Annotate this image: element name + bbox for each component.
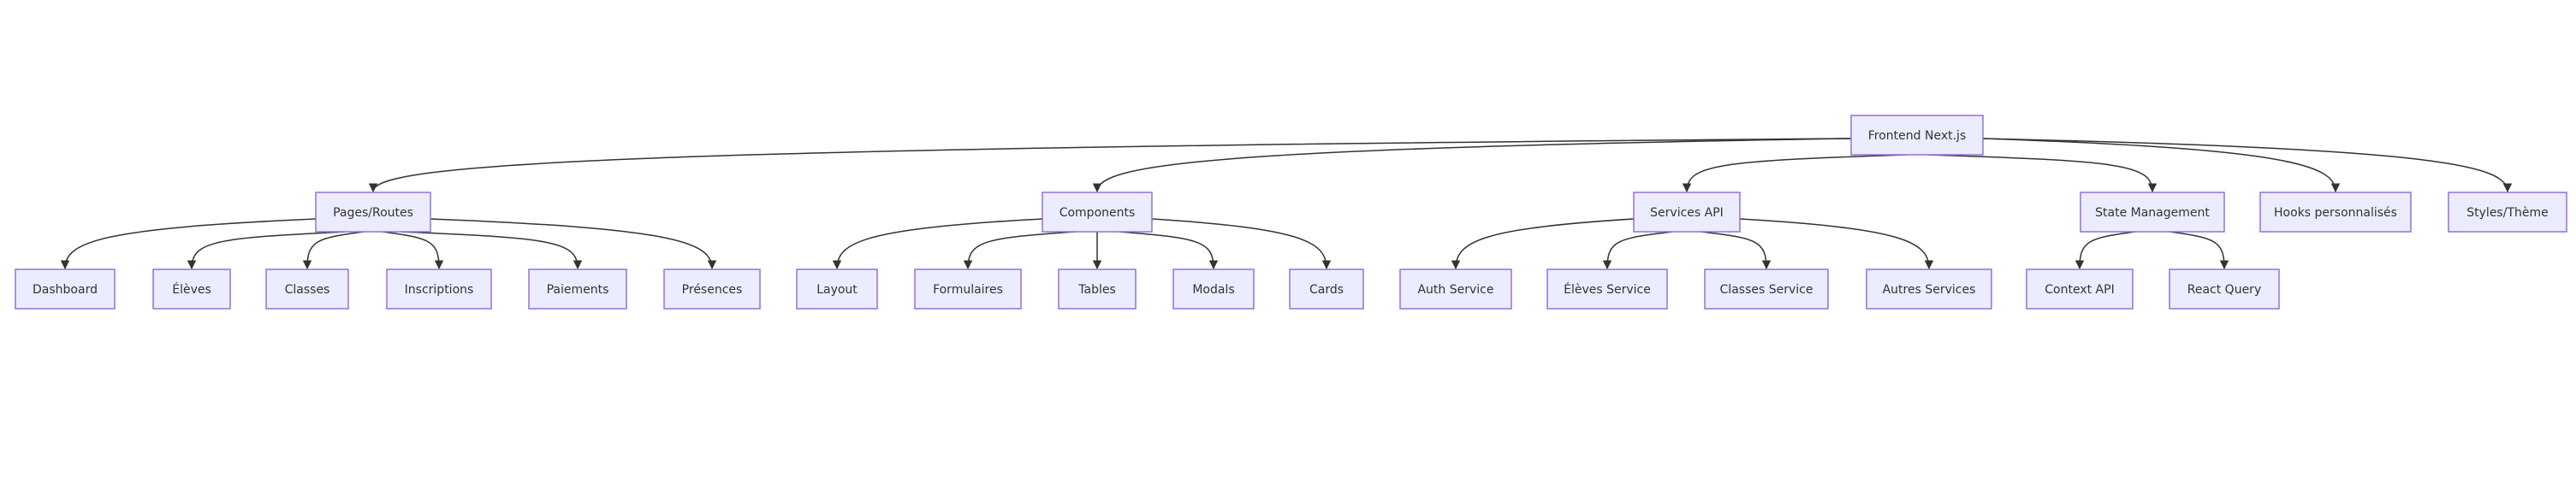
node-box-formulaires — [914, 269, 1022, 310]
edge-services-to-autres_services — [1739, 218, 1934, 270]
node-box-inscriptions — [386, 269, 492, 310]
node-label-inscriptions: Inscriptions — [405, 283, 474, 297]
node-cards: Cards — [1289, 269, 1364, 310]
node-label-auth_service: Auth Service — [1417, 283, 1493, 297]
node-formulaires: Formulaires — [914, 269, 1022, 310]
node-box-classes_service — [1704, 269, 1829, 310]
node-box-layout — [796, 269, 878, 310]
node-box-dashboard — [15, 269, 116, 310]
node-state: State Management — [2080, 192, 2225, 233]
edge-components-to-cards — [1151, 218, 1332, 270]
node-box-cards — [1289, 269, 1364, 310]
edge-frontend-to-components — [1092, 138, 1852, 193]
edge-services-to-auth_service — [1451, 218, 1635, 270]
node-label-components: Components — [1059, 206, 1136, 220]
node-box-eleves_service — [1546, 269, 1668, 310]
node-box-paiements — [528, 269, 627, 310]
node-context_api: Context API — [2026, 269, 2134, 310]
node-label-layout: Layout — [816, 283, 858, 297]
node-box-frontend — [1850, 115, 1984, 156]
node-services: Services API — [1633, 192, 1741, 233]
edge-services-to-classes_service — [1701, 231, 1772, 270]
node-label-styles: Styles/Thème — [2466, 206, 2548, 220]
node-hooks: Hooks personnalisés — [2259, 192, 2412, 233]
node-autres_services: Autres Services — [1866, 269, 1992, 310]
node-box-state — [2080, 192, 2225, 233]
node-label-classes_service: Classes Service — [1720, 283, 1813, 297]
node-label-classes: Classes — [285, 283, 330, 297]
node-paiements: Paiements — [528, 269, 627, 310]
node-eleves: Élèves — [152, 269, 231, 310]
node-label-autres_services: Autres Services — [1883, 283, 1976, 297]
node-box-auth_service — [1399, 269, 1512, 310]
node-box-services — [1633, 192, 1741, 233]
node-label-dashboard: Dashboard — [33, 283, 98, 297]
node-modals: Modals — [1172, 269, 1255, 310]
edge-state-to-react_query — [2169, 231, 2229, 270]
node-label-services: Services API — [1650, 206, 1724, 220]
node-label-cards: Cards — [1309, 283, 1344, 297]
node-label-frontend: Frontend Next.js — [1868, 129, 1966, 143]
edge-state-to-context_api — [2074, 231, 2136, 270]
edge-services-to-eleves_service — [1602, 231, 1673, 270]
node-label-pages: Pages/Routes — [333, 206, 413, 220]
node-label-presences: Présences — [682, 283, 743, 297]
edge-pages-to-presences — [430, 218, 717, 270]
node-classes_service: Classes Service — [1704, 269, 1829, 310]
node-classes: Classes — [265, 269, 349, 310]
node-box-pages — [315, 192, 431, 233]
edge-frontend-to-hooks — [1982, 138, 2341, 193]
node-box-hooks — [2259, 192, 2412, 233]
node-layout: Layout — [796, 269, 878, 310]
edge-components-to-formulaires — [963, 231, 1076, 270]
edge-frontend-to-services — [1682, 154, 1907, 193]
node-label-formulaires: Formulaires — [933, 283, 1003, 297]
node-label-eleves: Élèves — [172, 282, 211, 297]
node-components: Components — [1042, 192, 1153, 233]
node-dashboard: Dashboard — [15, 269, 116, 310]
node-label-hooks: Hooks personnalisés — [2274, 206, 2397, 220]
node-label-react_query: React Query — [2187, 283, 2261, 297]
node-inscriptions: Inscriptions — [386, 269, 492, 310]
edge-pages-to-eleves — [187, 231, 346, 270]
edge-pages-to-classes — [302, 231, 365, 270]
node-label-tables: Tables — [1077, 283, 1116, 297]
node-box-classes — [265, 269, 349, 310]
node-box-components — [1042, 192, 1153, 233]
edges — [60, 138, 2513, 270]
node-react_query: React Query — [2169, 269, 2280, 310]
edge-frontend-to-styles — [1982, 138, 2513, 193]
node-box-context_api — [2026, 269, 2134, 310]
node-box-tables — [1058, 269, 1137, 310]
node-frontend: Frontend Next.js — [1850, 115, 1984, 156]
node-tables: Tables — [1058, 269, 1137, 310]
node-presences: Présences — [663, 269, 761, 310]
edge-frontend-to-state — [1927, 154, 2158, 193]
edge-pages-to-inscriptions — [382, 231, 444, 270]
node-label-paiements: Paiements — [547, 283, 609, 297]
node-box-react_query — [2169, 269, 2280, 310]
node-auth_service: Auth Service — [1399, 269, 1512, 310]
node-pages: Pages/Routes — [315, 192, 431, 233]
edge-pages-to-paiements — [401, 231, 583, 270]
edge-pages-to-dashboard — [60, 218, 317, 270]
edge-frontend-to-pages — [368, 138, 1852, 193]
edge-components-to-modals — [1119, 231, 1219, 270]
node-styles: Styles/Thème — [2448, 192, 2567, 233]
node-box-eleves — [152, 269, 231, 310]
node-label-state: State Management — [2095, 206, 2210, 220]
node-box-presences — [663, 269, 761, 310]
node-box-autres_services — [1866, 269, 1992, 310]
edge-components-to-layout — [832, 218, 1043, 270]
node-label-context_api: Context API — [2045, 283, 2114, 297]
node-label-eleves_service: Élèves Service — [1564, 282, 1651, 297]
node-eleves_service: Élèves Service — [1546, 269, 1668, 310]
node-label-modals: Modals — [1192, 283, 1234, 297]
node-box-styles — [2448, 192, 2567, 233]
node-box-modals — [1172, 269, 1255, 310]
